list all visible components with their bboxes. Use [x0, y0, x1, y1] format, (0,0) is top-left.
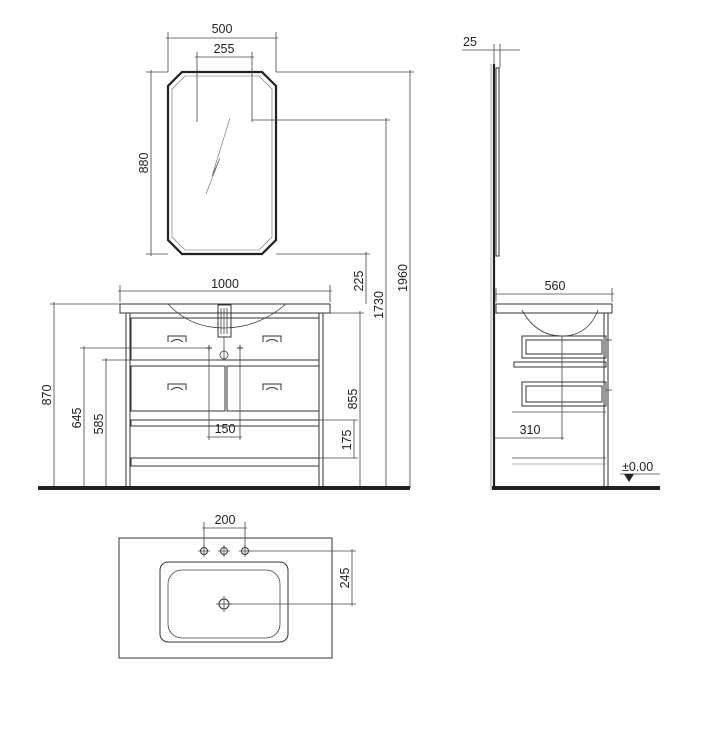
- dim-drain-depth: 245: [230, 549, 356, 606]
- dim-label-245: 245: [338, 568, 352, 589]
- floor-level-marker: ±0.00: [620, 460, 660, 482]
- dim-label-585: 585: [92, 414, 106, 435]
- dim-cabinet-depth: 560: [494, 279, 614, 302]
- dim-label-500: 500: [212, 22, 233, 36]
- dim-label-645: 645: [70, 408, 84, 429]
- dim-label-310: 310: [520, 423, 541, 437]
- floor-level-label: ±0.00: [622, 460, 653, 474]
- side-cabinet: [495, 303, 613, 486]
- dim-mirror-depth: 25: [462, 35, 520, 68]
- dim-label-175: 175: [340, 430, 354, 451]
- dim-mirror-gap: 225: [352, 252, 367, 304]
- dim-mirror-height: 880: [137, 70, 168, 256]
- dim-mirror-hole-spacing: 255: [195, 42, 254, 104]
- dim-label-255: 255: [214, 42, 235, 56]
- dim-pipe-spacing: 150: [207, 348, 242, 440]
- dim-height-585: 585: [92, 358, 107, 488]
- dim-mirror-hook-height: 1730: [372, 118, 387, 488]
- dim-label-1960: 1960: [396, 264, 410, 292]
- mirror-profile: [495, 67, 500, 257]
- vanity-cabinet: [119, 303, 331, 486]
- front-view: 500 255 880 1960 1730 225: [38, 22, 414, 490]
- dim-label-225: 225: [352, 271, 366, 292]
- dim-cabinet-height: 870: [40, 302, 55, 488]
- dim-label-560: 560: [545, 279, 566, 293]
- dim-shelf-height: 175: [340, 420, 355, 458]
- dim-label-200: 200: [215, 513, 236, 527]
- dim-label-1730: 1730: [372, 291, 386, 319]
- dim-height-855: 855: [346, 311, 361, 488]
- dim-height-645: 645: [70, 346, 85, 488]
- top-view: 200 245: [118, 513, 356, 659]
- side-view: 25 560 310: [462, 35, 660, 490]
- dim-label-150: 150: [215, 422, 236, 436]
- dim-label-25: 25: [463, 35, 477, 49]
- dim-cabinet-width: 1000: [118, 277, 332, 302]
- mirror: [166, 70, 278, 256]
- dim-label-880: 880: [137, 153, 151, 174]
- dim-label-870: 870: [40, 385, 54, 406]
- tap-holes: [198, 545, 251, 557]
- dim-total-height: 1960: [396, 70, 411, 488]
- dim-drain-offset: 310: [494, 423, 564, 439]
- basin-inner-outline: [159, 561, 289, 643]
- dim-mirror-width: 500: [166, 22, 278, 72]
- dim-label-855: 855: [346, 389, 360, 410]
- dim-tap-spacing: 200: [202, 513, 247, 548]
- dim-label-1000: 1000: [211, 277, 239, 291]
- basin-top-outline: [118, 537, 333, 659]
